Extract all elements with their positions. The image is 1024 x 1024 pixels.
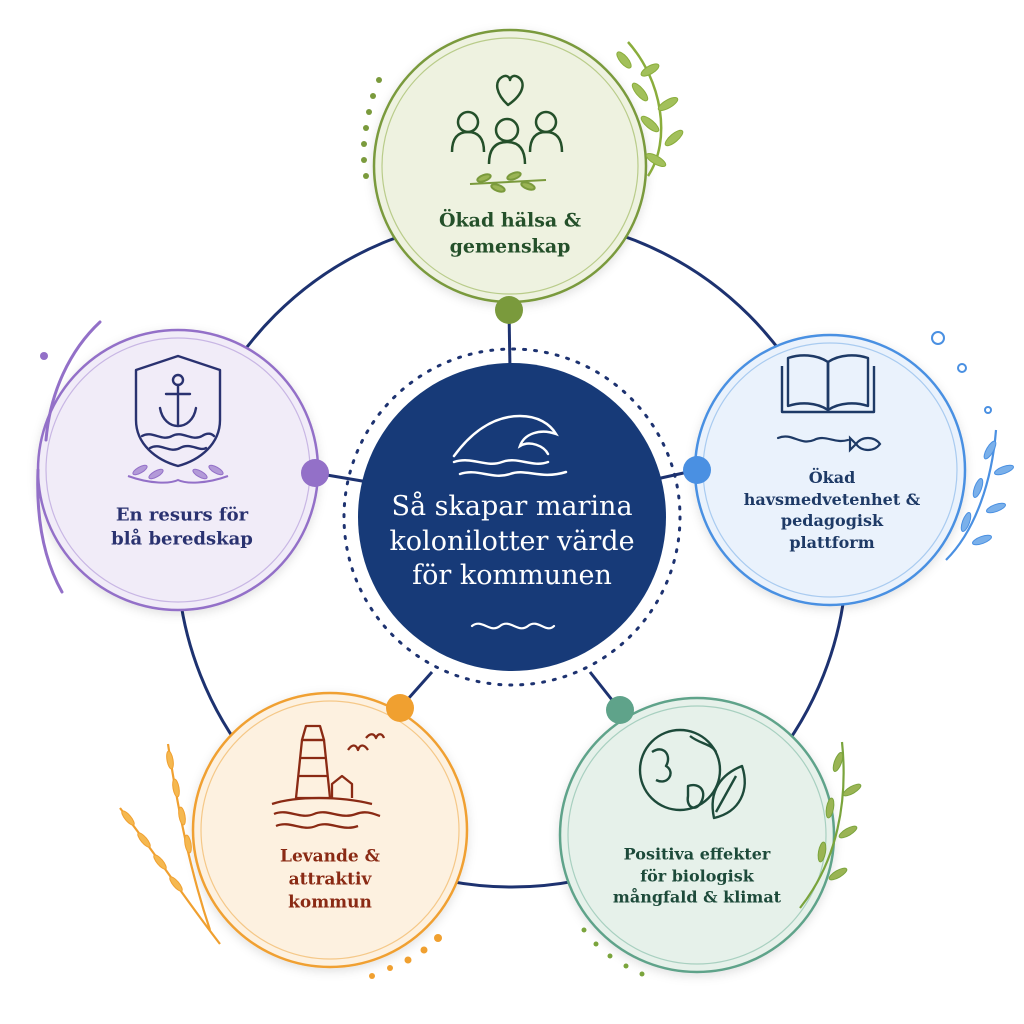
squiggle-icon xyxy=(470,622,556,630)
wave-icon xyxy=(452,414,568,477)
node-ring-community xyxy=(200,700,460,960)
dot-decoration xyxy=(40,352,48,360)
wheat-decoration-icon xyxy=(119,743,221,945)
anchor-shield-icon xyxy=(134,354,222,468)
dotted-arc-decoration xyxy=(369,934,442,979)
fish-icon xyxy=(776,435,882,453)
branch-decoration-icon xyxy=(799,741,862,909)
node-ring-health xyxy=(381,37,639,295)
node-dot-awareness xyxy=(683,456,711,484)
dotted-arc-decoration xyxy=(581,927,645,977)
bubble-decoration xyxy=(931,331,992,414)
laurel-icon xyxy=(127,464,229,484)
book-icon xyxy=(780,354,876,414)
branch-decoration-icon xyxy=(616,41,684,177)
globe-leaf-icon xyxy=(638,728,746,820)
dotted-arc-decoration xyxy=(361,77,382,179)
node-circle-health xyxy=(372,28,648,304)
node-label-preparedness: En resurs för blå beredskap xyxy=(111,504,253,550)
lighthouse-icon xyxy=(271,724,386,829)
node-circle-biodiversity xyxy=(558,696,836,974)
node-dot-preparedness xyxy=(301,459,329,487)
people-heart-icon xyxy=(450,74,564,165)
arc-decoration xyxy=(36,468,64,594)
node-ring-biodiversity xyxy=(567,705,827,965)
arc-decoration xyxy=(44,320,102,442)
node-label-awareness: Ökad havsmedvetenhet & pedagogisk plattf… xyxy=(743,467,921,552)
center-title: Så skapar marina kolonilotter värde för … xyxy=(389,491,635,592)
sprig-icon xyxy=(469,171,547,193)
node-circle-community xyxy=(191,691,469,969)
node-circle-preparedness xyxy=(36,328,320,612)
node-dot-biodiversity xyxy=(606,696,634,724)
node-label-biodiversity: Positiva effekter för biologisk mångfald… xyxy=(612,844,782,907)
node-dot-community xyxy=(386,694,414,722)
node-label-health: Ökad hälsa & gemenskap xyxy=(438,209,582,257)
center-dotted-ring xyxy=(342,347,682,687)
node-dot-health xyxy=(495,296,523,324)
center-circle xyxy=(358,363,666,671)
node-label-community: Levande & attraktiv kommun xyxy=(280,846,380,913)
branch-decoration-icon xyxy=(945,429,1014,561)
